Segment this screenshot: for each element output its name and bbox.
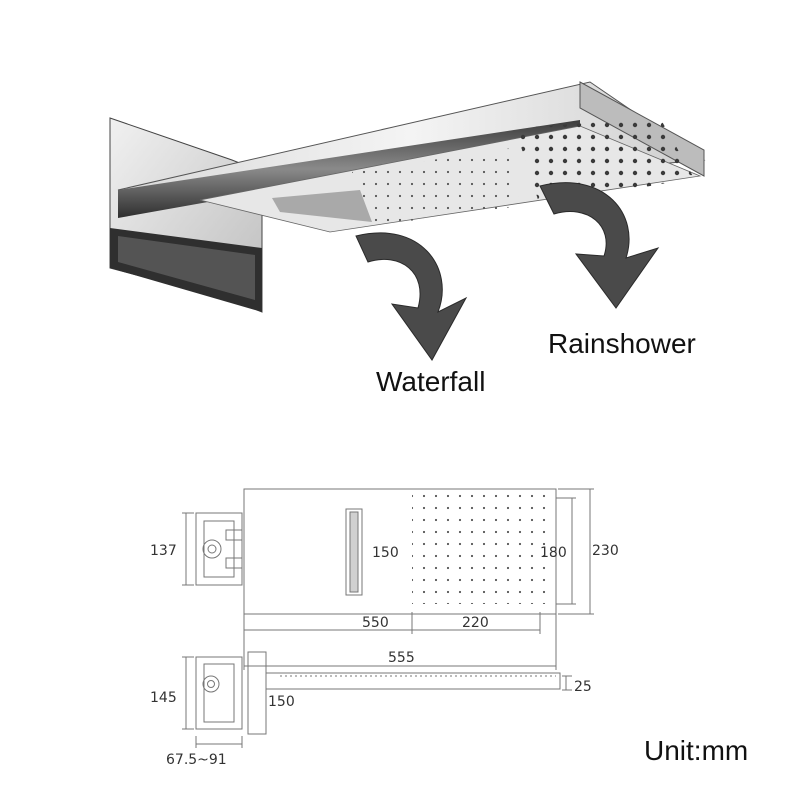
dim-rain-width: 220 [462,615,489,631]
top-view-slot [345,508,363,596]
dim-slot-height: 150 [372,545,399,561]
shower-head-illustration [109,81,706,313]
waterfall-label: Waterfall [376,366,485,397]
dim-total-height: 230 [592,543,619,559]
dim-slot-offset: 550 [362,615,389,631]
top-view-drawing [182,488,594,670]
unit-label: Unit:mm [644,735,748,766]
side-view-arm [265,672,561,690]
dim-side-arm-offset: 150 [268,694,295,710]
mount-connector-icon [202,539,222,559]
top-view-mount [195,512,243,586]
side-view-plate [247,651,267,735]
waterfall-arrow [355,232,468,361]
rain-holes-small [352,148,520,226]
rainshower-arrow [539,182,660,309]
dim-total-length: 555 [388,650,415,666]
side-connector-icon [202,675,220,693]
rainshower-label: Rainshower [548,328,696,359]
dim-side-mount-height: 145 [150,690,177,706]
top-view-body [243,488,557,615]
side-view-mount [195,656,243,730]
waterfall-slot [272,190,372,222]
top-view-rain-holes [412,494,550,604]
dim-rain-height: 180 [540,545,567,561]
dim-side-thickness: 25 [574,679,592,695]
side-view-drawing [182,651,572,748]
dim-mount-height: 137 [150,543,177,559]
dim-side-mount-depth: 67.5~91 [166,752,227,768]
